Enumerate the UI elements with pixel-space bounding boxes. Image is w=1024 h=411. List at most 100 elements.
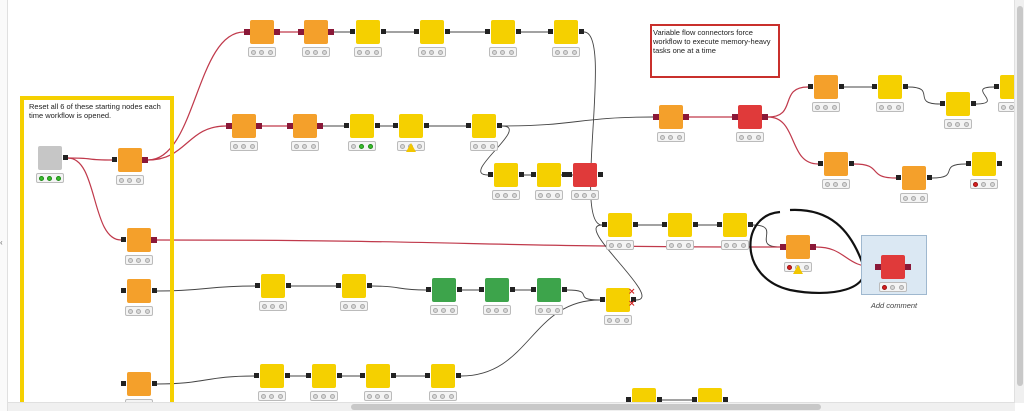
node-duprf[interactable] [662, 213, 698, 237]
input-port[interactable] [425, 373, 430, 378]
output-port[interactable] [927, 175, 932, 180]
input-port[interactable] [600, 297, 605, 302]
input-port[interactable] [350, 29, 355, 34]
output-port[interactable] [748, 222, 753, 227]
output-port[interactable] [375, 123, 380, 128]
input-port[interactable] [244, 29, 250, 35]
node-csvw[interactable] [567, 163, 603, 187]
input-port[interactable] [479, 287, 484, 292]
node-rbrf4[interactable] [306, 364, 342, 388]
input-port[interactable] [872, 84, 877, 89]
input-port[interactable] [306, 373, 311, 378]
node-concat2[interactable] [872, 75, 908, 99]
node-s2n2[interactable] [360, 364, 396, 388]
output-port[interactable] [905, 264, 911, 270]
input-port[interactable] [254, 373, 259, 378]
input-port[interactable] [426, 287, 431, 292]
output-port[interactable] [510, 287, 515, 292]
vertical-scrollbar[interactable] [1014, 0, 1024, 403]
node-snowflake2[interactable] [121, 228, 157, 252]
output-port[interactable] [256, 123, 262, 129]
side-panel-edge[interactable] [0, 0, 8, 411]
output-port[interactable] [849, 161, 854, 166]
horizontal-scrollbar[interactable] [8, 402, 1015, 411]
output-port[interactable] [810, 244, 816, 250]
output-port[interactable] [762, 114, 768, 120]
node-dbtc2[interactable] [780, 235, 816, 259]
input-port[interactable] [567, 172, 572, 177]
node-dbw1[interactable] [732, 105, 768, 129]
input-port[interactable] [626, 397, 631, 402]
node-excel2[interactable] [121, 372, 157, 396]
output-port[interactable] [562, 287, 567, 292]
node-re3[interactable] [531, 278, 567, 302]
output-port[interactable] [317, 123, 323, 129]
node-joiner1[interactable] [600, 288, 636, 312]
node-colren1[interactable] [548, 20, 584, 44]
input-port[interactable] [940, 101, 945, 106]
node-excel1[interactable] [121, 279, 157, 303]
node-colren2[interactable] [466, 114, 502, 138]
node-credscomp[interactable] [38, 146, 68, 170]
output-port[interactable] [328, 29, 334, 35]
node-mathf1[interactable] [485, 20, 521, 44]
input-port[interactable] [896, 175, 901, 180]
input-port[interactable] [875, 264, 881, 270]
node-strman[interactable] [255, 274, 291, 298]
input-port[interactable] [808, 84, 813, 89]
output-port[interactable] [579, 29, 584, 34]
output-port[interactable] [274, 29, 280, 35]
input-port[interactable] [121, 381, 126, 386]
output-port[interactable] [633, 222, 638, 227]
input-port[interactable] [414, 29, 419, 34]
input-port[interactable] [653, 114, 659, 120]
node-dbw2[interactable] [875, 255, 911, 279]
input-port[interactable] [780, 244, 786, 250]
node-dbsel2[interactable] [226, 114, 262, 138]
input-port[interactable] [360, 373, 365, 378]
node-dbread2[interactable] [287, 114, 323, 138]
input-port[interactable] [994, 84, 999, 89]
node-cdtr1[interactable] [808, 75, 844, 99]
node-dbsel1[interactable] [244, 20, 280, 44]
input-port[interactable] [121, 237, 126, 242]
node-colren3[interactable] [717, 213, 753, 237]
node-concat4[interactable] [602, 213, 638, 237]
node-sorter[interactable] [488, 163, 524, 187]
input-port[interactable] [692, 397, 697, 402]
node-dbtc1[interactable] [653, 105, 689, 129]
input-port[interactable] [485, 29, 490, 34]
input-port[interactable] [717, 222, 722, 227]
input-port[interactable] [488, 172, 493, 177]
node-colfilt[interactable] [531, 163, 567, 187]
output-port[interactable] [631, 297, 636, 302]
input-port[interactable] [393, 123, 398, 128]
input-port[interactable] [298, 29, 304, 35]
input-port[interactable] [548, 29, 553, 34]
input-port[interactable] [336, 283, 341, 288]
node-re1[interactable] [426, 278, 462, 302]
node-rbrf2[interactable] [336, 274, 372, 298]
input-port[interactable] [226, 123, 232, 129]
output-port[interactable] [723, 397, 728, 402]
node-rbrf3[interactable] [254, 364, 290, 388]
node-mathf2[interactable] [344, 114, 380, 138]
output-port[interactable] [839, 84, 844, 89]
workflow-annotation-group[interactable] [20, 96, 174, 411]
output-port[interactable] [903, 84, 908, 89]
output-port[interactable] [562, 172, 567, 177]
input-port[interactable] [255, 283, 260, 288]
output-port[interactable] [693, 222, 698, 227]
output-port[interactable] [367, 283, 372, 288]
output-port[interactable] [657, 397, 662, 402]
node-dtdiff[interactable] [940, 92, 976, 116]
output-port[interactable] [285, 373, 290, 378]
input-port[interactable] [466, 123, 471, 128]
output-port[interactable] [519, 172, 524, 177]
output-port[interactable] [142, 157, 148, 163]
output-port[interactable] [997, 161, 1002, 166]
output-port[interactable] [152, 381, 157, 386]
node-snowflake1[interactable] [112, 148, 148, 172]
node-concat3[interactable] [966, 152, 1002, 176]
output-port[interactable] [516, 29, 521, 34]
